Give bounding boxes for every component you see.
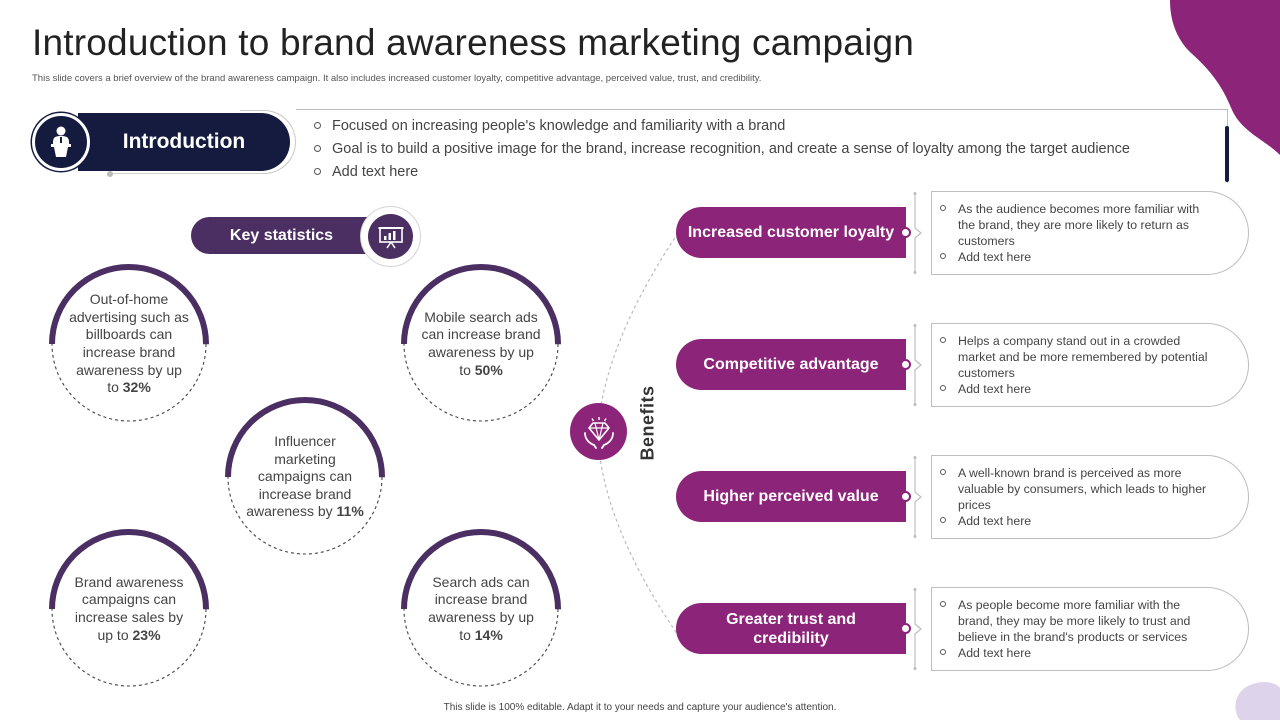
stat-value: 11% <box>336 503 364 520</box>
stat-value: 23% <box>132 626 161 643</box>
list-item: As people become more familiar with the … <box>940 597 1215 645</box>
stat-text: Search ads can increase brand awareness … <box>428 573 534 643</box>
circle-bullet-icon <box>940 253 946 259</box>
stat-circle-mobile: Mobile search ads can increase brand awa… <box>399 262 563 426</box>
circle-bullet-icon <box>940 469 946 475</box>
stat-text: Mobile search ads can increase brand awa… <box>421 308 541 378</box>
list-item: Add text here <box>314 161 1130 184</box>
circle-bullet-icon <box>314 145 321 152</box>
introduction-points: Focused on increasing people's knowledge… <box>314 115 1130 184</box>
page-subtitle: This slide covers a brief overview of th… <box>32 73 762 84</box>
stat-value: 14% <box>474 626 503 643</box>
benefit-text-box <box>931 191 1249 275</box>
list-item: Helps a company stand out in a crowded m… <box>940 333 1215 381</box>
benefit-pill-competitive: Competitive advantage <box>676 339 906 390</box>
footer-note: This slide is 100% editable. Adapt it to… <box>443 702 837 713</box>
benefits-connector <box>597 232 679 636</box>
circle-bullet-icon <box>940 649 946 655</box>
stat-circle-brand-campaigns: Brand awareness campaigns can increase s… <box>47 527 211 691</box>
intro-arc-decoration <box>240 110 296 174</box>
stat-text: Out-of-home advertising such as billboar… <box>69 291 189 396</box>
benefit-dot <box>900 623 911 634</box>
intro-dot <box>107 171 113 177</box>
benefit-pill-perceived-value: Higher perceived value <box>676 471 906 522</box>
stat-text: Brand awareness campaigns can increase s… <box>74 573 184 643</box>
bracket-icon <box>913 324 922 406</box>
benefit-points: A well-known brand is perceived as more … <box>940 465 1215 529</box>
stat-value: 32% <box>122 379 151 396</box>
benefit-text-box <box>931 455 1249 539</box>
stat-value: 50% <box>474 361 503 378</box>
benefit-dot <box>900 227 911 238</box>
intro-accent-bar <box>1225 126 1229 182</box>
benefit-points: As the audience becomes more familiar wi… <box>940 201 1215 265</box>
circle-bullet-icon <box>940 385 946 391</box>
list-item: As the audience becomes more familiar wi… <box>940 201 1215 249</box>
benefits-label: Benefits <box>637 385 658 461</box>
circle-bullet-icon <box>940 337 946 343</box>
circle-bullet-icon <box>314 122 321 129</box>
corner-decoration-bottom <box>1235 682 1280 720</box>
stat-text: Influencer marketing campaigns can incre… <box>246 433 364 520</box>
bracket-icon <box>913 456 922 538</box>
bracket-icon <box>913 588 922 670</box>
list-item: A well-known brand is perceived as more … <box>940 465 1215 513</box>
presentation-board-icon <box>368 214 413 259</box>
list-item: Add text here <box>940 381 1215 397</box>
key-statistics-label: Key statistics <box>229 226 334 244</box>
benefit-text-box <box>931 323 1249 407</box>
introduction-label: Introduction <box>122 130 246 153</box>
page-title: Introduction to brand awareness marketin… <box>32 22 915 63</box>
introduction-pill: Introduction <box>78 113 290 171</box>
benefit-points: As people become more familiar with the … <box>940 597 1215 661</box>
diamond-hands-icon <box>570 403 627 460</box>
list-item: Add text here <box>940 513 1215 529</box>
stat-circle-influencer: Influencer marketing campaigns can incre… <box>223 395 387 559</box>
circle-bullet-icon <box>940 601 946 607</box>
benefit-points: Helps a company stand out in a crowded m… <box>940 333 1215 397</box>
circle-bullet-icon <box>314 168 321 175</box>
presenter-icon <box>32 113 90 171</box>
list-item: Goal is to build a positive image for th… <box>314 138 1130 161</box>
stat-circle-ooh: Out-of-home advertising such as billboar… <box>47 262 211 426</box>
benefit-text-box <box>931 587 1249 671</box>
corner-decoration <box>1170 0 1280 155</box>
stat-circle-search-ads: Search ads can increase brand awareness … <box>399 527 563 691</box>
list-item: Add text here <box>940 645 1215 661</box>
benefit-pill-trust: Greater trust and credibility <box>676 603 906 654</box>
circle-bullet-icon <box>940 517 946 523</box>
intro-underline <box>110 173 260 174</box>
benefit-dot <box>900 491 911 502</box>
circle-bullet-icon <box>940 205 946 211</box>
list-item: Add text here <box>940 249 1215 265</box>
benefit-dot <box>900 359 911 370</box>
bracket-icon <box>913 192 922 274</box>
benefit-pill-loyalty: Increased customer loyalty <box>676 207 906 258</box>
list-item: Focused on increasing people's knowledge… <box>314 115 1130 138</box>
